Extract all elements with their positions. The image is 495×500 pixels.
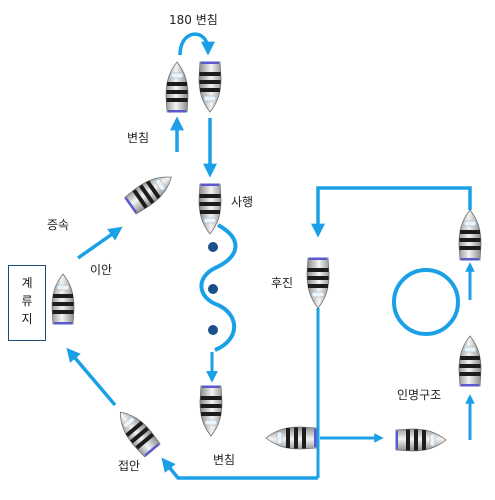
label-approach: 접안 bbox=[118, 459, 140, 473]
buoy-dot bbox=[208, 325, 218, 335]
pier-label: 계 류 지 bbox=[21, 276, 33, 326]
boat-icon bbox=[199, 385, 223, 437]
label-depart: 이안 bbox=[90, 263, 112, 277]
turn-180-arrow bbox=[178, 32, 215, 56]
boat-icon bbox=[458, 209, 482, 261]
boat-icon bbox=[123, 167, 179, 216]
label-accelerate: 증속 bbox=[47, 218, 69, 232]
buoy-dot bbox=[208, 284, 218, 294]
zigzag-buoys bbox=[208, 242, 218, 335]
accelerate-arrow bbox=[76, 226, 123, 260]
label-turn-left: 변침 bbox=[127, 131, 149, 145]
zigzag-path bbox=[199, 223, 238, 352]
boat-icon bbox=[111, 404, 162, 459]
label-turn-bottom: 변침 bbox=[213, 453, 235, 467]
boat-icon bbox=[306, 257, 330, 309]
boat-icon bbox=[458, 335, 482, 387]
label-zigzag: 사행 bbox=[231, 194, 253, 209]
label-reverse: 후진 bbox=[271, 276, 293, 290]
rescue-circle bbox=[392, 268, 460, 336]
approach-arrow bbox=[66, 347, 117, 407]
boat-icon bbox=[395, 428, 447, 452]
label-turn-180: 180 변침 bbox=[169, 13, 218, 27]
buoy-dot bbox=[208, 242, 218, 252]
reverse-loop bbox=[311, 186, 472, 238]
labels: 180 변침 변침 증속 이안 사행 후진 인명구조 접안 변침 bbox=[47, 13, 441, 473]
label-rescue: 인명구조 bbox=[397, 388, 441, 402]
boat-icon bbox=[165, 61, 189, 113]
boat-icon bbox=[51, 273, 75, 325]
arrow-paths bbox=[66, 32, 475, 480]
boat-icon bbox=[265, 426, 317, 450]
boat-icon bbox=[198, 61, 222, 113]
pier-box: 계 류 지 bbox=[8, 265, 46, 341]
bottom-return bbox=[161, 457, 318, 480]
